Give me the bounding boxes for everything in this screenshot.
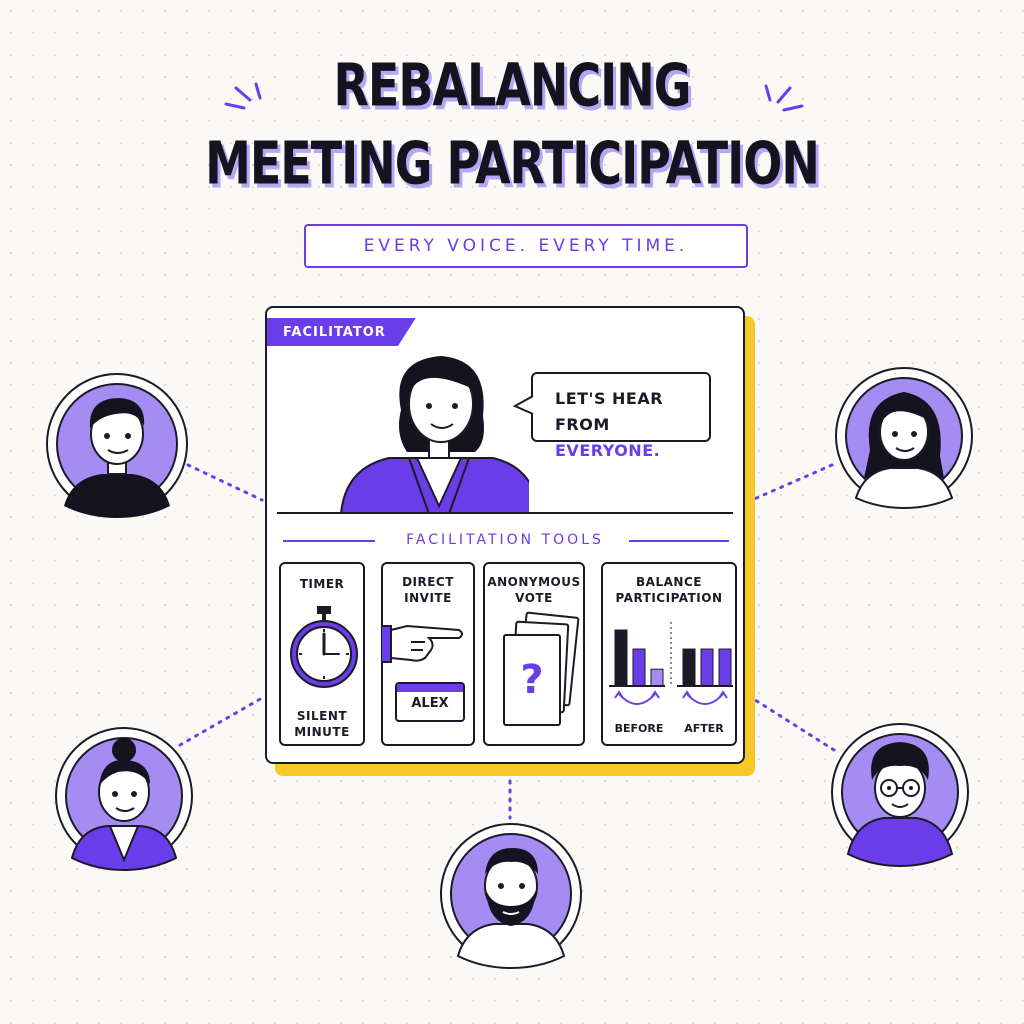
- connector-top-right: [750, 463, 834, 502]
- timer-caption-line-2: MINUTE: [294, 725, 350, 739]
- facilitator-illustration: [339, 356, 529, 514]
- after-bar-2: [700, 648, 714, 687]
- tool-anonymous-vote: ANONYMOUS VOTE ?: [483, 562, 585, 746]
- participant-avatar-bottom-right: [831, 723, 969, 868]
- bar-chart-icon: [609, 622, 733, 705]
- name-card-header: [397, 684, 463, 692]
- participant-avatar-bottom-left: [55, 727, 193, 872]
- speech-bubble: LET'S HEAR FROM EVERYONE.: [531, 372, 711, 460]
- tool-direct-invite: DIRECT INVITE ALEX: [381, 562, 475, 746]
- name-card-name: ALEX: [411, 696, 449, 711]
- speech-line-2: FROM EVERYONE.: [555, 415, 661, 460]
- panel-divider: [277, 512, 733, 514]
- up-down-arrow-icon-after: [686, 693, 724, 705]
- timer-caption-line-1: SILENT: [296, 709, 348, 723]
- tagline-text: EVERY VOICE. EVERY TIME.: [363, 236, 689, 256]
- participant-avatar-top-left: [46, 373, 188, 518]
- facilitator-tag-label: FACILITATOR: [283, 324, 386, 340]
- after-label: AFTER: [684, 722, 724, 735]
- before-bar-2: [632, 648, 646, 687]
- direct-invite-label: DIRECT INVITE: [383, 574, 473, 606]
- speech-line-1: LET'S HEAR: [555, 389, 664, 408]
- tools-title-rule-right: [629, 540, 729, 542]
- question-mark: ?: [520, 657, 544, 703]
- before-bar-1: [614, 629, 628, 687]
- speech-highlight: EVERYONE.: [555, 441, 661, 460]
- stopwatch-icon: [290, 606, 358, 688]
- timer-label: TIMER: [299, 577, 345, 591]
- participant-avatar-bottom-center: [440, 823, 582, 970]
- anonymous-vote-label: ANONYMOUS VOTE: [485, 574, 583, 606]
- tool-timer: TIMER SILENT MINUTE: [279, 562, 365, 746]
- facilitator-tag: FACILITATOR: [267, 318, 416, 346]
- anonymous-vote-label-line-2: VOTE: [515, 591, 553, 605]
- connector-bottom-left: [178, 696, 264, 747]
- tools-title-rule-left: [283, 540, 375, 542]
- connector-bottom-right: [750, 696, 836, 752]
- tool-balance-participation: BALANCE PARTICIPATION BEFORE AFTER: [601, 562, 737, 746]
- connector-top-left: [186, 463, 264, 502]
- participant-avatar-top-right: [835, 367, 973, 510]
- title-line-1: REBALANCING: [333, 50, 691, 120]
- timer-caption: SILENT MINUTE: [281, 708, 363, 740]
- pointing-hand-icon: [381, 624, 463, 663]
- after-bar-3: [718, 648, 732, 687]
- balance-label: BALANCE PARTICIPATION: [603, 574, 735, 606]
- anonymous-vote-label-line-1: ANONYMOUS: [487, 575, 581, 589]
- facilitator-panel: FACILITATOR LET'S HEAR FROM EVERYONE. FA…: [265, 306, 745, 764]
- spark-right-icon: [764, 84, 804, 112]
- after-bar-1: [682, 648, 696, 687]
- before-bar-3: [650, 668, 664, 687]
- before-label: BEFORE: [614, 722, 664, 735]
- title-line-2: MEETING PARTICIPATION: [205, 128, 820, 198]
- facilitation-tools-title: FACILITATION TOOLS: [406, 532, 604, 548]
- question-cards-icon: ?: [497, 611, 580, 726]
- direct-invite-label-line-2: INVITE: [404, 591, 452, 605]
- direct-invite-label-line-1: DIRECT: [402, 575, 454, 589]
- spark-left-icon: [224, 82, 262, 110]
- tagline-banner: EVERY VOICE. EVERY TIME.: [304, 224, 748, 268]
- balance-label-line-2: PARTICIPATION: [615, 591, 723, 605]
- speech-bubble-tail: [513, 395, 534, 415]
- up-down-arrow-icon: [618, 693, 656, 705]
- balance-label-line-1: BALANCE: [636, 575, 702, 589]
- name-card: ALEX: [395, 682, 465, 722]
